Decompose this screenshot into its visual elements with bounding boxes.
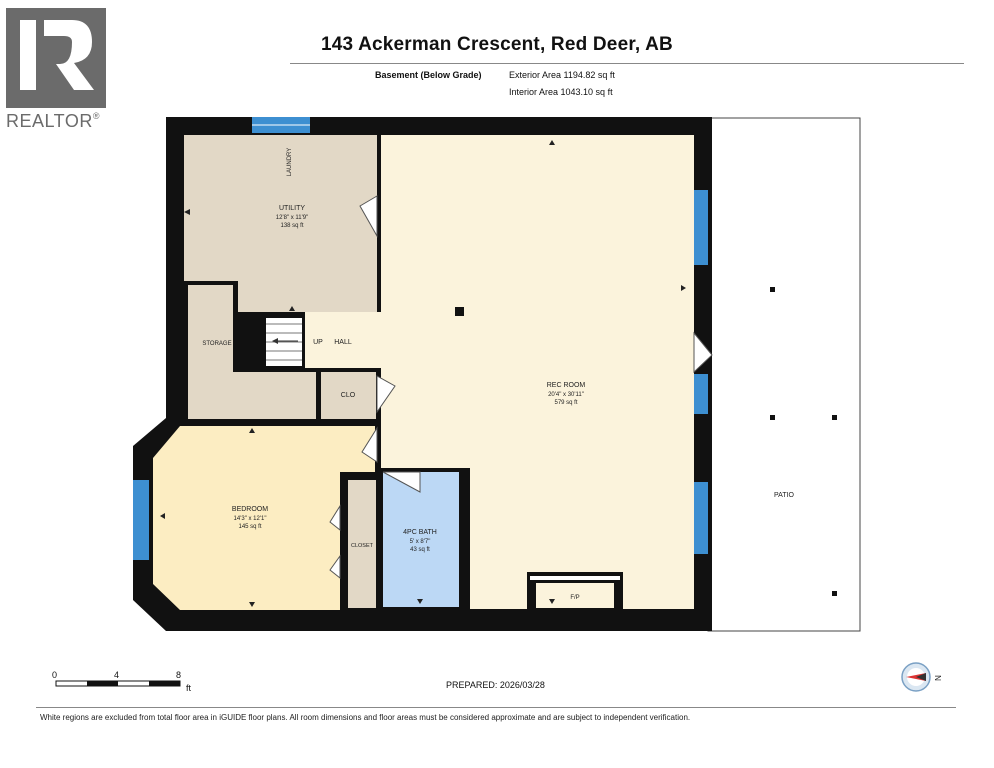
utility-dims: 12'8" x 11'9" bbox=[276, 215, 308, 221]
header-divider bbox=[290, 63, 964, 64]
rec-room-area: 579 sq ft bbox=[554, 400, 577, 406]
bedroom-dims: 14'3" x 12'1" bbox=[234, 516, 267, 522]
laundry-label: LAUNDRY bbox=[287, 148, 293, 177]
storage-floor bbox=[188, 285, 316, 419]
patio-area bbox=[707, 117, 861, 632]
realtor-logo-icon bbox=[6, 8, 106, 108]
clo-floor bbox=[321, 372, 376, 419]
bath-floor bbox=[383, 472, 459, 607]
bath-area: 43 sq ft bbox=[410, 547, 430, 553]
scale-bar bbox=[55, 680, 181, 687]
rec-room-dims: 20'4" x 30'11" bbox=[548, 392, 584, 398]
hall-floor bbox=[305, 312, 381, 368]
window-west bbox=[133, 480, 149, 560]
realtor-wordmark: REALTOR® bbox=[6, 111, 100, 131]
scale-label-4: 4 bbox=[114, 670, 120, 680]
hall-label: HALL bbox=[334, 339, 352, 346]
window-east-1 bbox=[694, 190, 708, 265]
utility-label: UTILITY bbox=[279, 205, 305, 212]
patio-label: PATIO bbox=[774, 492, 795, 499]
scale-label-0: 0 bbox=[52, 670, 58, 680]
window-east-3 bbox=[694, 482, 708, 554]
compass-icon: N bbox=[901, 662, 942, 692]
page-title: 143 Ackerman Crescent, Red Deer, AB bbox=[321, 34, 673, 55]
prepared-date: PREPARED: 2026/03/28 bbox=[446, 680, 545, 690]
up-label: UP bbox=[313, 339, 323, 346]
closet-floor bbox=[348, 480, 376, 608]
disclaimer-text: White regions are excluded from total fl… bbox=[40, 713, 691, 722]
bedroom-label: BEDROOM bbox=[232, 506, 268, 513]
rec-room-label: REC ROOM bbox=[547, 382, 586, 389]
compass-north-label: N bbox=[933, 675, 942, 681]
bedroom-floor bbox=[153, 426, 375, 610]
utility-floor bbox=[184, 135, 377, 312]
bath-dims: 5' x 8'7" bbox=[410, 539, 431, 545]
scale-unit: ft bbox=[186, 683, 192, 693]
bath-label: 4PC BATH bbox=[403, 529, 437, 536]
exterior-area: Exterior Area 1194.82 sq ft bbox=[509, 70, 615, 80]
interior-area: Interior Area 1043.10 sq ft bbox=[509, 87, 613, 97]
utility-area: 138 sq ft bbox=[280, 223, 303, 229]
footer-divider bbox=[36, 707, 956, 708]
closet-label: CLOSET bbox=[351, 543, 374, 549]
floor-level-label: Basement (Below Grade) bbox=[375, 70, 482, 80]
fp-label: F/P bbox=[570, 595, 579, 601]
rec-room-floor bbox=[381, 135, 694, 609]
bedroom-area: 145 sq ft bbox=[238, 524, 261, 530]
window-east-2 bbox=[694, 374, 708, 414]
storage-label: STORAGE bbox=[202, 341, 231, 347]
clo-label: CLO bbox=[341, 392, 356, 399]
scale-label-8: 8 bbox=[176, 670, 182, 680]
